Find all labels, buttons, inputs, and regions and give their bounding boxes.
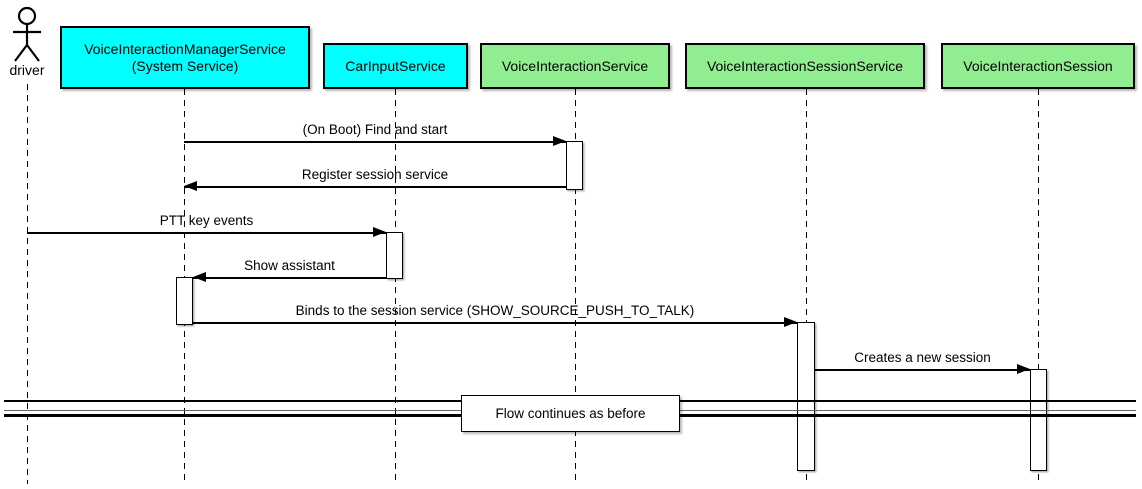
message-label-ptt-key-events: PTT key events [159,213,254,228]
message-line [815,369,1030,371]
participant-voiceinteractionservice: VoiceInteractionService [480,43,670,89]
arrowhead-right-icon [373,227,386,237]
message-line [27,232,386,234]
activation-voiceinteractionsessionservice [797,322,815,471]
lifeline-voiceinteractionsessionservice [805,89,807,484]
divider-label-box: Flow continues as before [461,395,680,432]
lifeline-voiceinteractionsession [1037,89,1039,484]
activation-carinputservice [386,232,403,279]
message-label-register-session-service: Register session service [301,167,449,182]
message-line [193,277,386,279]
message-label-binds-to-session-service: Binds to the session service (SHOW_SOURC… [295,303,695,318]
participant-label: VoiceInteractionManagerService [84,40,286,57]
actor-label: driver [9,62,45,78]
message-label-show-assistant: Show assistant [244,258,335,273]
arrowhead-right-icon [1017,364,1030,374]
lifeline-carinputservice [394,89,396,484]
arrowhead-right-icon [553,136,566,146]
lifeline-driver [26,84,28,484]
lifeline-voiceinteractionservice [574,89,576,484]
divider-label: Flow continues as before [495,406,646,421]
arrowhead-left-icon [184,181,197,191]
participant-label: CarInputService [345,57,446,74]
message-label-creates-a-new-session: Creates a new session [854,350,991,365]
participant-sublabel: (System Service) [131,57,239,74]
arrowhead-left-icon [193,272,206,282]
activation-voiceinteractionsession [1030,369,1047,471]
activation-voiceinteractionservice [566,141,583,190]
message-line [184,141,566,143]
participant-label: VoiceInteractionSessionService [706,57,904,74]
participant-label: VoiceInteractionSession [963,57,1113,74]
participant-voiceinteractionsessionservice: VoiceInteractionSessionService [685,43,925,89]
arrowhead-right-icon [784,317,797,327]
actor-stick-figure-icon [13,6,41,62]
participant-label: VoiceInteractionService [501,57,649,74]
participant-voiceinteractionsession: VoiceInteractionSession [941,43,1135,89]
message-line [193,322,797,324]
message-line [184,186,566,188]
participant-voiceinteractionmanagerservice: VoiceInteractionManagerService (System S… [60,26,310,89]
participant-carinputservice: CarInputService [323,43,468,89]
activation-voiceinteractionmanagerservice [176,277,193,325]
message-label-on-boot-find-and-start: (On Boot) Find and start [302,122,448,137]
